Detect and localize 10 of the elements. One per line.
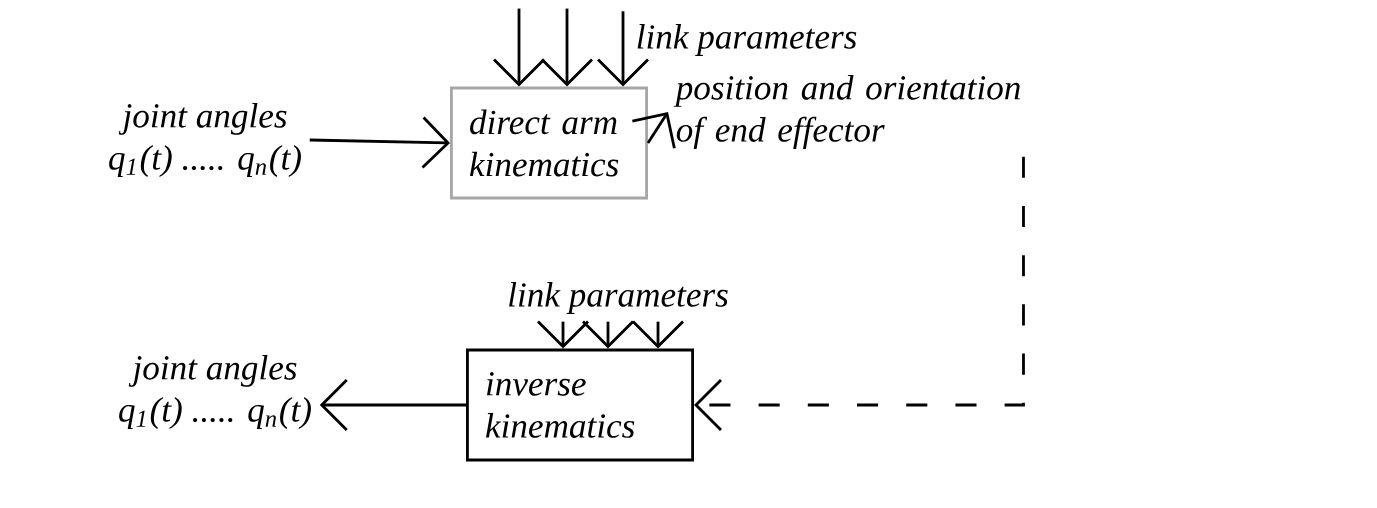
process-box: direct arm kinematics — [450, 86, 648, 200]
output-label: joint angles q$_{1}$(t) ..... q$_{n}$(t) — [119, 354, 311, 430]
parameter-label: link parameters — [637, 24, 857, 56]
arrow — [694, 156, 1025, 431]
arrow — [319, 379, 467, 431]
arrow — [309, 116, 451, 169]
output-label: position and orientation of end effector — [673, 74, 1020, 150]
parameter-label: link parameters — [509, 282, 728, 314]
input-label: joint angles q$_{1}$(t) ..... q$_{n}$(t) — [109, 102, 301, 178]
process-box: inverse kinematics — [466, 348, 694, 462]
